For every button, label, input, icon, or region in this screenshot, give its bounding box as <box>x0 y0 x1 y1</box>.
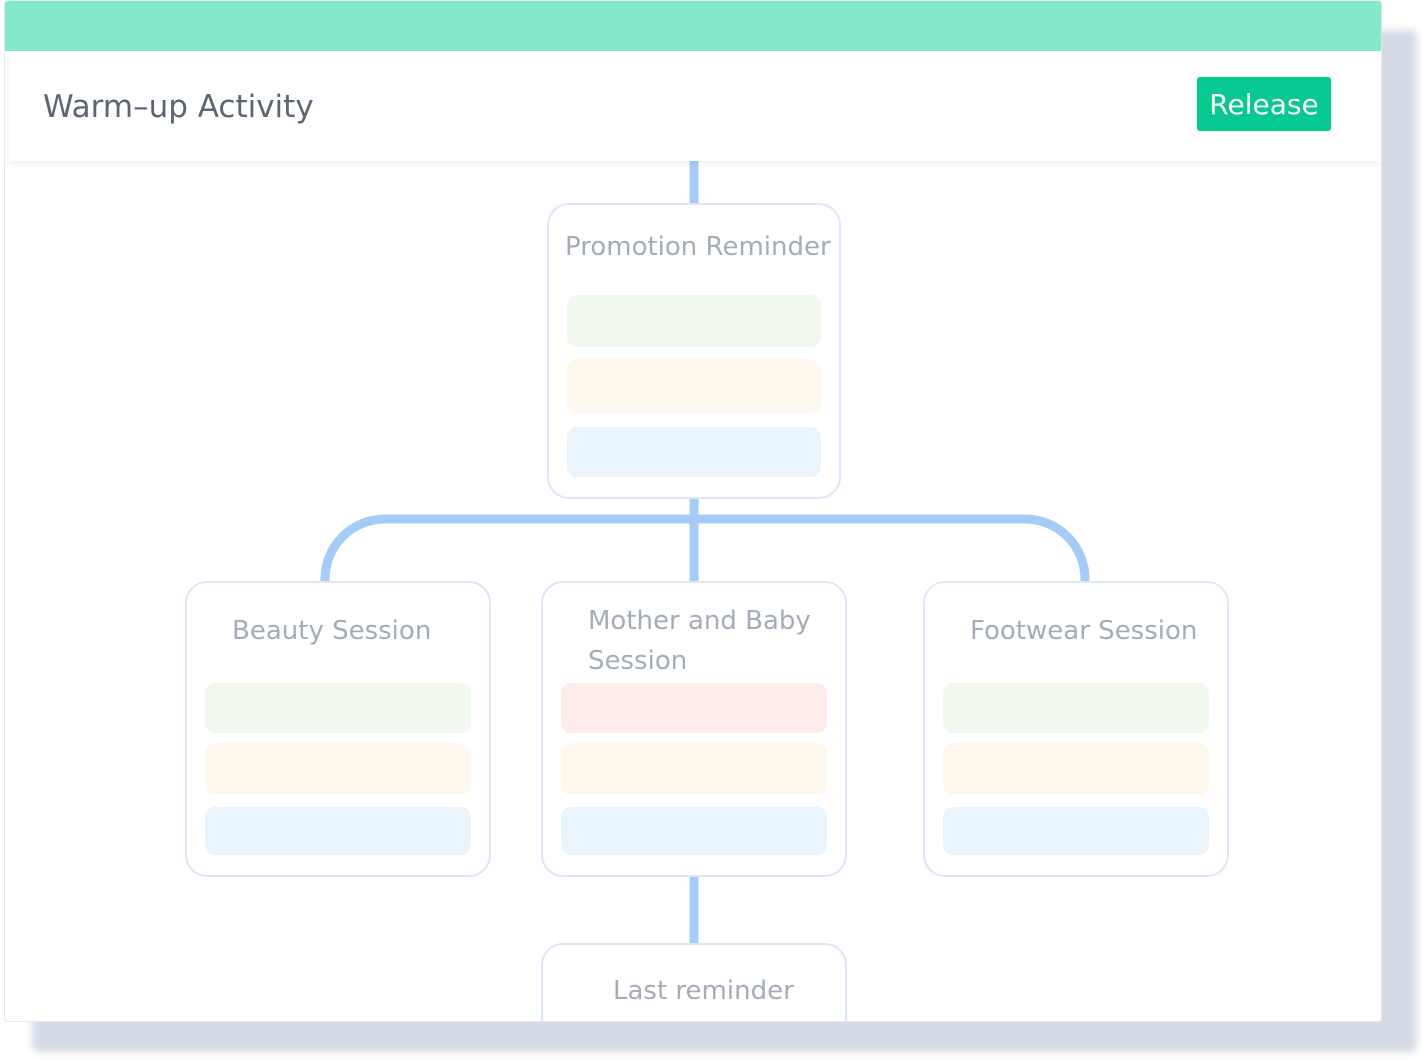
node-bar-blue <box>561 807 827 855</box>
page-header: Warm–up Activity Release <box>9 51 1381 161</box>
release-button[interactable]: Release <box>1197 77 1331 131</box>
node-bar-orange <box>205 743 471 795</box>
node-bar-orange <box>561 743 827 795</box>
connector-branch-left <box>320 514 694 583</box>
node-beauty-session[interactable]: Beauty Session <box>185 581 491 877</box>
node-promotion-reminder[interactable]: Promotion Reminder <box>547 203 841 499</box>
node-bar-blue <box>205 807 471 855</box>
page-title: Warm–up Activity <box>43 89 314 125</box>
node-title: Beauty Session <box>232 616 432 646</box>
node-title: Promotion Reminder <box>565 232 831 262</box>
node-footwear-session[interactable]: Footwear Session <box>923 581 1229 877</box>
node-title: Mother and Baby Session <box>588 606 811 676</box>
node-last-reminder[interactable]: Last reminder <box>541 943 847 1021</box>
connector-branch-right <box>694 514 1090 583</box>
node-bar-red <box>561 683 827 733</box>
node-bar-green <box>205 683 471 733</box>
node-bar-orange <box>567 359 821 413</box>
node-bar-blue <box>567 427 821 477</box>
node-mother-and-baby-session[interactable]: Mother and Baby Session <box>541 581 847 877</box>
node-bar-green <box>943 683 1209 733</box>
node-title: Last reminder <box>613 976 794 1006</box>
node-title: Footwear Session <box>970 616 1198 646</box>
flow-connectors <box>320 161 1090 945</box>
node-bar-orange <box>943 743 1209 795</box>
node-bar-green <box>567 295 821 347</box>
app-window: Warm–up Activity Release Promotion Remin… <box>4 0 1382 1022</box>
top-accent-bar <box>5 1 1381 51</box>
node-bar-blue <box>943 807 1209 855</box>
